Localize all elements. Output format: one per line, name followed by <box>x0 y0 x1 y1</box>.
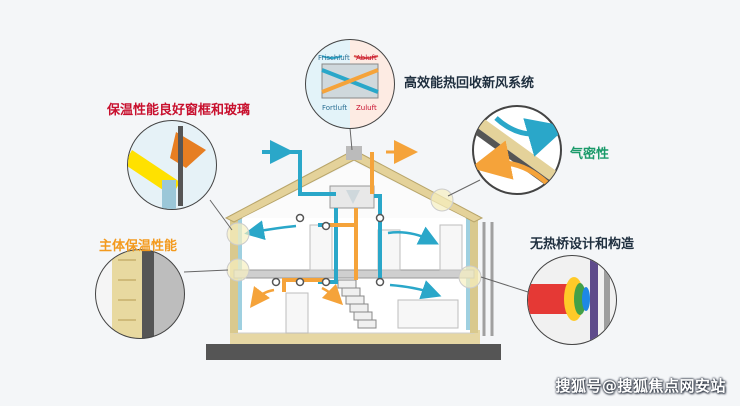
callout-circle-airtight <box>472 105 562 195</box>
callout-circle-ventilation <box>305 39 395 129</box>
callout-label-thermal-bridge: 无热桥设计和构造 <box>530 237 635 252</box>
exterior-pipe <box>482 222 494 336</box>
hrv-label-frischluft: Frischluft <box>318 54 350 62</box>
staircase <box>337 279 377 329</box>
hrv-label-zuluft: Zuluft <box>356 104 377 112</box>
interior-partitions <box>285 224 463 334</box>
callout-label-airtight: 气密性 <box>570 147 610 162</box>
hrv-label-abluft: Abluft <box>356 54 377 62</box>
callout-label-ventilation: 高效能热回收新风系统 <box>404 76 535 91</box>
callout-circle-insulation <box>95 249 185 339</box>
callout-label-windows: 保温性能良好窗框和玻璃 <box>107 103 251 118</box>
foundation <box>206 344 501 360</box>
hrv-attic-unit <box>329 185 375 209</box>
vent-diffusers <box>271 213 385 287</box>
callout-circle-windows <box>127 120 217 210</box>
room-airflow-arrows <box>244 220 442 308</box>
exhaust-air-ducts <box>282 152 374 292</box>
callout-leaders <box>183 127 529 293</box>
callout-label-insulation: 主体保温性能 <box>99 239 178 254</box>
highlight-spots <box>226 188 482 289</box>
callout-circle-thermal-bridge <box>527 255 617 345</box>
watermark: 搜狐号@搜狐焦点网安站 <box>555 377 726 395</box>
hrv-label-fortluft: Fortluft <box>322 104 347 112</box>
